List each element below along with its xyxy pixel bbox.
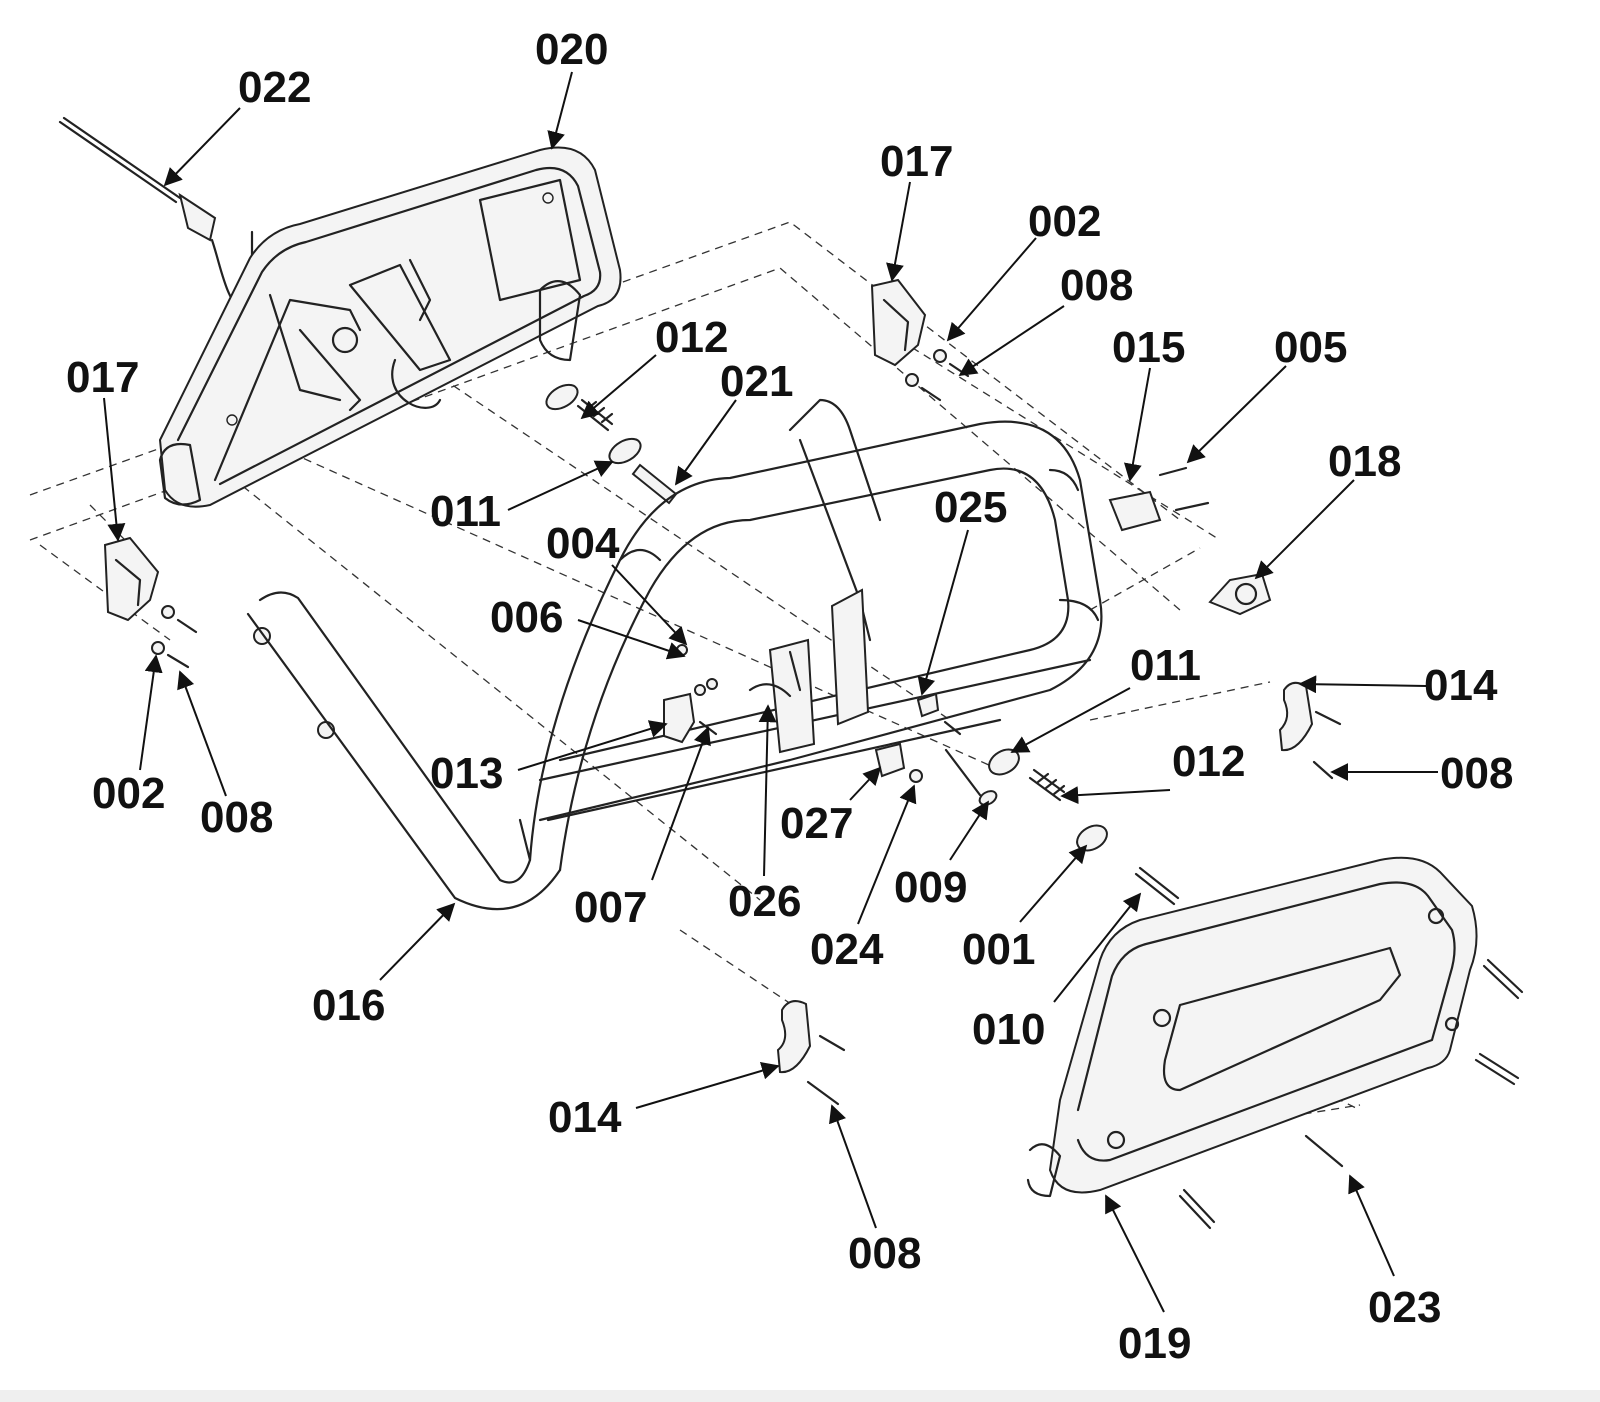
label-012-upper: 012 — [655, 313, 728, 362]
label-002-right: 002 — [1028, 197, 1101, 246]
label-019: 019 — [1118, 1319, 1191, 1368]
fasteners — [151, 349, 1342, 1106]
clip-part-027 — [874, 742, 906, 778]
part-labels: 022 020 017 002 008 015 005 018 012 021 … — [66, 25, 1513, 1368]
bracket-part-017-left — [103, 536, 160, 622]
label-022: 022 — [238, 63, 311, 112]
label-014-right: 014 — [1424, 661, 1498, 710]
label-008-left: 008 — [200, 793, 273, 842]
label-017-left: 017 — [66, 353, 139, 402]
label-018: 018 — [1328, 437, 1401, 486]
spring-washer-set-upper — [545, 383, 678, 505]
label-017-right: 017 — [880, 137, 953, 186]
label-020: 020 — [535, 25, 608, 74]
clamp-part-014-lower — [776, 1000, 812, 1074]
lower-cover-part-019 — [1026, 856, 1524, 1230]
label-021: 021 — [720, 357, 793, 406]
switch-part-015 — [1108, 490, 1162, 532]
label-011-upper: 011 — [430, 487, 501, 536]
clamp-part-014-right — [1278, 681, 1314, 752]
label-001: 001 — [962, 925, 1035, 974]
label-009: 009 — [894, 863, 967, 912]
label-014-lower: 014 — [548, 1093, 622, 1142]
cable-part-022 — [58, 116, 254, 322]
label-002-left: 002 — [92, 769, 165, 818]
bottom-border-strip — [0, 1390, 1600, 1402]
frame-handle-part-016 — [246, 398, 1103, 911]
bracket-part-017-right — [870, 278, 927, 367]
label-027: 027 — [780, 799, 853, 848]
label-008-right-lower: 008 — [1440, 749, 1513, 798]
leader-arrows — [103, 71, 1438, 1313]
label-006: 006 — [490, 593, 563, 642]
switch-bracket-part-026 — [748, 588, 870, 754]
clip-part-025 — [916, 692, 940, 718]
label-025: 025 — [934, 483, 1007, 532]
label-013: 013 — [430, 749, 503, 798]
label-012-lower: 012 — [1172, 737, 1245, 786]
label-024: 024 — [810, 925, 884, 974]
label-010: 010 — [972, 1005, 1045, 1054]
label-026: 026 — [728, 877, 801, 926]
label-016: 016 — [312, 981, 385, 1030]
label-008-right: 008 — [1060, 261, 1133, 310]
console-cover-part-020 — [158, 146, 622, 508]
label-005: 005 — [1274, 323, 1347, 372]
label-023: 023 — [1368, 1283, 1441, 1332]
label-004: 004 — [546, 519, 620, 568]
label-011-lower: 011 — [1130, 641, 1201, 690]
label-007: 007 — [574, 883, 647, 932]
spring-washer-set-lower — [944, 748, 1180, 906]
bracket-part-013 — [663, 692, 696, 744]
label-015: 015 — [1112, 323, 1185, 372]
knob-part-018 — [1208, 572, 1272, 616]
label-008-lower: 008 — [848, 1229, 921, 1278]
